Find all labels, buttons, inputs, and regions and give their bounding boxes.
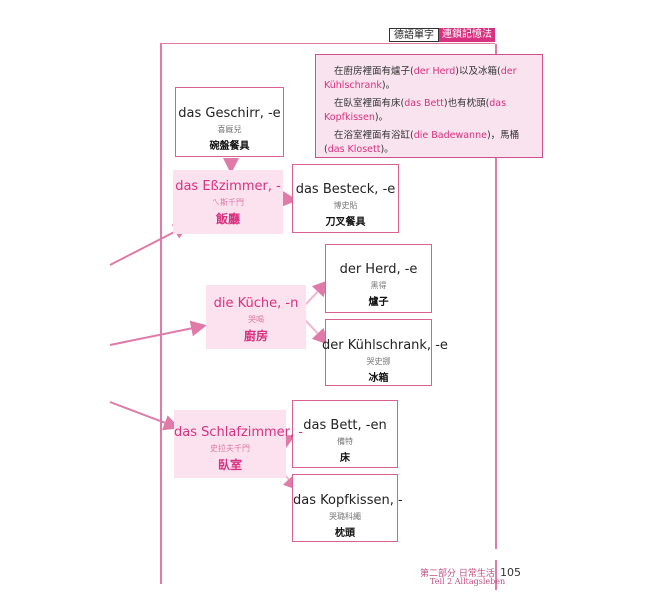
- footer-section-chinese: 第二部分 日常生活: [420, 569, 495, 579]
- topic-pronunciation: 史拉夫千門: [210, 444, 250, 453]
- word-chinese: 刀叉餐具: [325, 217, 366, 228]
- footer-rule: [495, 560, 497, 590]
- word-pronunciation: 哭史挪: [366, 357, 391, 366]
- word-card-kopfkissen: das Kopfkissen, - 哭璐科繩 枕頭: [292, 474, 403, 542]
- topic-pronunciation: 哭喝: [248, 315, 264, 324]
- topic-card-kueche: die Küche, -n 哭喝 廚房: [206, 285, 306, 349]
- header-tag-chain-memory: 連鎖記憶法: [439, 28, 495, 42]
- word-chinese: 爐子: [368, 297, 389, 308]
- topic-chinese: 飯廳: [215, 212, 240, 226]
- word-pronunciation: 黑得: [370, 281, 387, 290]
- word-german: das Bett, -en: [303, 418, 387, 433]
- left-margin-rule: [160, 44, 162, 584]
- word-chinese: 碗盤餐具: [209, 141, 250, 152]
- note-line-bathroom: 在浴室裡面有浴缸(die Badewanne)，馬桶(das Klosett)。: [324, 130, 520, 155]
- topic-german: die Küche, -n: [213, 296, 299, 311]
- word-card-herd: der Herd, -e 黑得 爐子: [325, 244, 432, 313]
- word-pronunciation: 備特: [337, 437, 353, 446]
- word-german: der Kühlschrank, -e: [322, 338, 448, 353]
- header-tag-vocabulary: 德語單字: [389, 28, 439, 42]
- word-german: das Geschirr, -e: [178, 106, 281, 121]
- memory-note: 在廚房裡面有爐子(der Herd)以及冰箱(der Kühlschrank)。…: [315, 54, 543, 158]
- word-pronunciation: 哭璐科繩: [329, 512, 361, 521]
- page-number: 105: [500, 566, 521, 579]
- footer-section-german: Teil 2 Alltagsleben: [430, 577, 506, 586]
- topic-chinese: 臥室: [217, 458, 242, 472]
- word-card-kuehlschrank: der Kühlschrank, -e 哭史挪 冰箱: [322, 319, 448, 386]
- note-line-kitchen: 在廚房裡面有爐子(der Herd)以及冰箱(der Kühlschrank)。: [324, 66, 517, 91]
- header-rule: [160, 43, 495, 44]
- word-chinese: 冰箱: [368, 373, 389, 384]
- word-pronunciation: 喜厩兒: [217, 125, 242, 134]
- word-german: der Herd, -e: [339, 262, 418, 277]
- topic-card-schlafzimmer: das Schlafzimmer, - 史拉夫千門 臥室: [174, 410, 303, 478]
- topic-german: das Eßzimmer, -: [175, 179, 281, 194]
- word-chinese: 床: [340, 453, 350, 464]
- word-chinese: 枕頭: [335, 528, 355, 539]
- topic-pronunciation: ㄟ斯千門: [212, 198, 244, 207]
- topic-chinese: 廚房: [243, 329, 268, 343]
- note-line-bedroom: 在臥室裡面有床(das Bett)也有枕頭(das Kopfkissen)。: [324, 98, 507, 123]
- word-german: das Besteck, -e: [295, 182, 396, 197]
- topic-german: das Schlafzimmer, -: [174, 425, 303, 440]
- right-margin-rule: [495, 44, 497, 549]
- word-german: das Kopfkissen, -: [293, 493, 403, 508]
- topic-card-esszimmer: das Eßzimmer, - ㄟ斯千門 飯廳: [173, 170, 283, 234]
- word-pronunciation: 博史貼: [333, 201, 358, 210]
- word-card-bett: das Bett, -en 備特 床: [292, 400, 398, 468]
- word-card-besteck: das Besteck, -e 博史貼 刀叉餐具: [292, 164, 399, 233]
- word-card-geschirr: das Geschirr, -e 喜厩兒 碗盤餐具: [175, 87, 284, 157]
